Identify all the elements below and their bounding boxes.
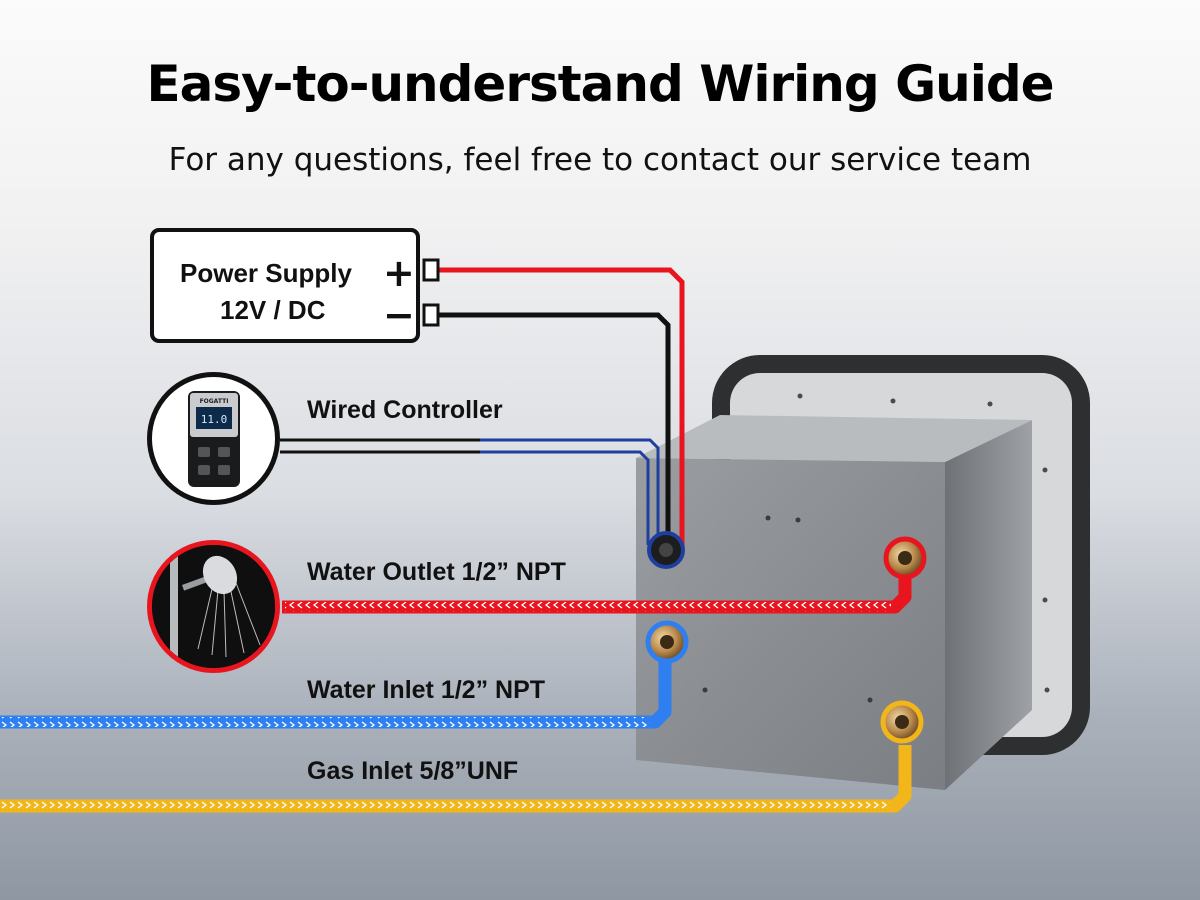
wired-controller-label: Wired Controller: [307, 396, 503, 424]
wired-controller-icon: FOGATTI 11.0: [147, 372, 280, 505]
negative-terminal: [422, 303, 440, 327]
power-supply-voltage: 12V / DC: [220, 295, 326, 325]
controller-display: 11.0: [201, 413, 228, 426]
gas-inlet-pipe: [0, 745, 912, 813]
page-subtitle: For any questions, feel free to contact …: [168, 142, 1032, 178]
power-supply-title: Power Supply: [180, 258, 352, 288]
controller-cable: [280, 438, 660, 545]
controller-port: [647, 531, 685, 569]
gas-inlet-fitting: [880, 700, 924, 744]
water-heater-unit: [636, 355, 1090, 790]
controller-brand: FOGATTI: [200, 398, 229, 405]
negative-wire: [432, 312, 671, 545]
water-outlet-label: Water Outlet 1/2” NPT: [307, 558, 566, 586]
positive-terminal: [422, 258, 440, 282]
negative-sign: −: [383, 293, 415, 337]
positive-wire: [432, 267, 685, 545]
water-outlet-pipe: [282, 575, 912, 614]
heater-side-panel: [945, 420, 1032, 790]
heater-front-panel: [636, 458, 945, 790]
water-inlet-fitting: [645, 620, 689, 664]
water-inlet-label: Water Inlet 1/2” NPT: [307, 676, 546, 704]
water-inlet-pipe: [0, 660, 672, 729]
gas-inlet-label: Gas Inlet 5/8”UNF: [307, 757, 519, 785]
water-outlet-fitting: [883, 536, 927, 580]
page-title: Easy-to-understand Wiring Guide: [146, 55, 1054, 113]
power-supply-box: Power Supply 12V / DC + −: [150, 228, 420, 343]
positive-sign: +: [383, 251, 415, 295]
shower-head-icon: [147, 540, 280, 673]
heater-top-panel: [636, 415, 1032, 462]
